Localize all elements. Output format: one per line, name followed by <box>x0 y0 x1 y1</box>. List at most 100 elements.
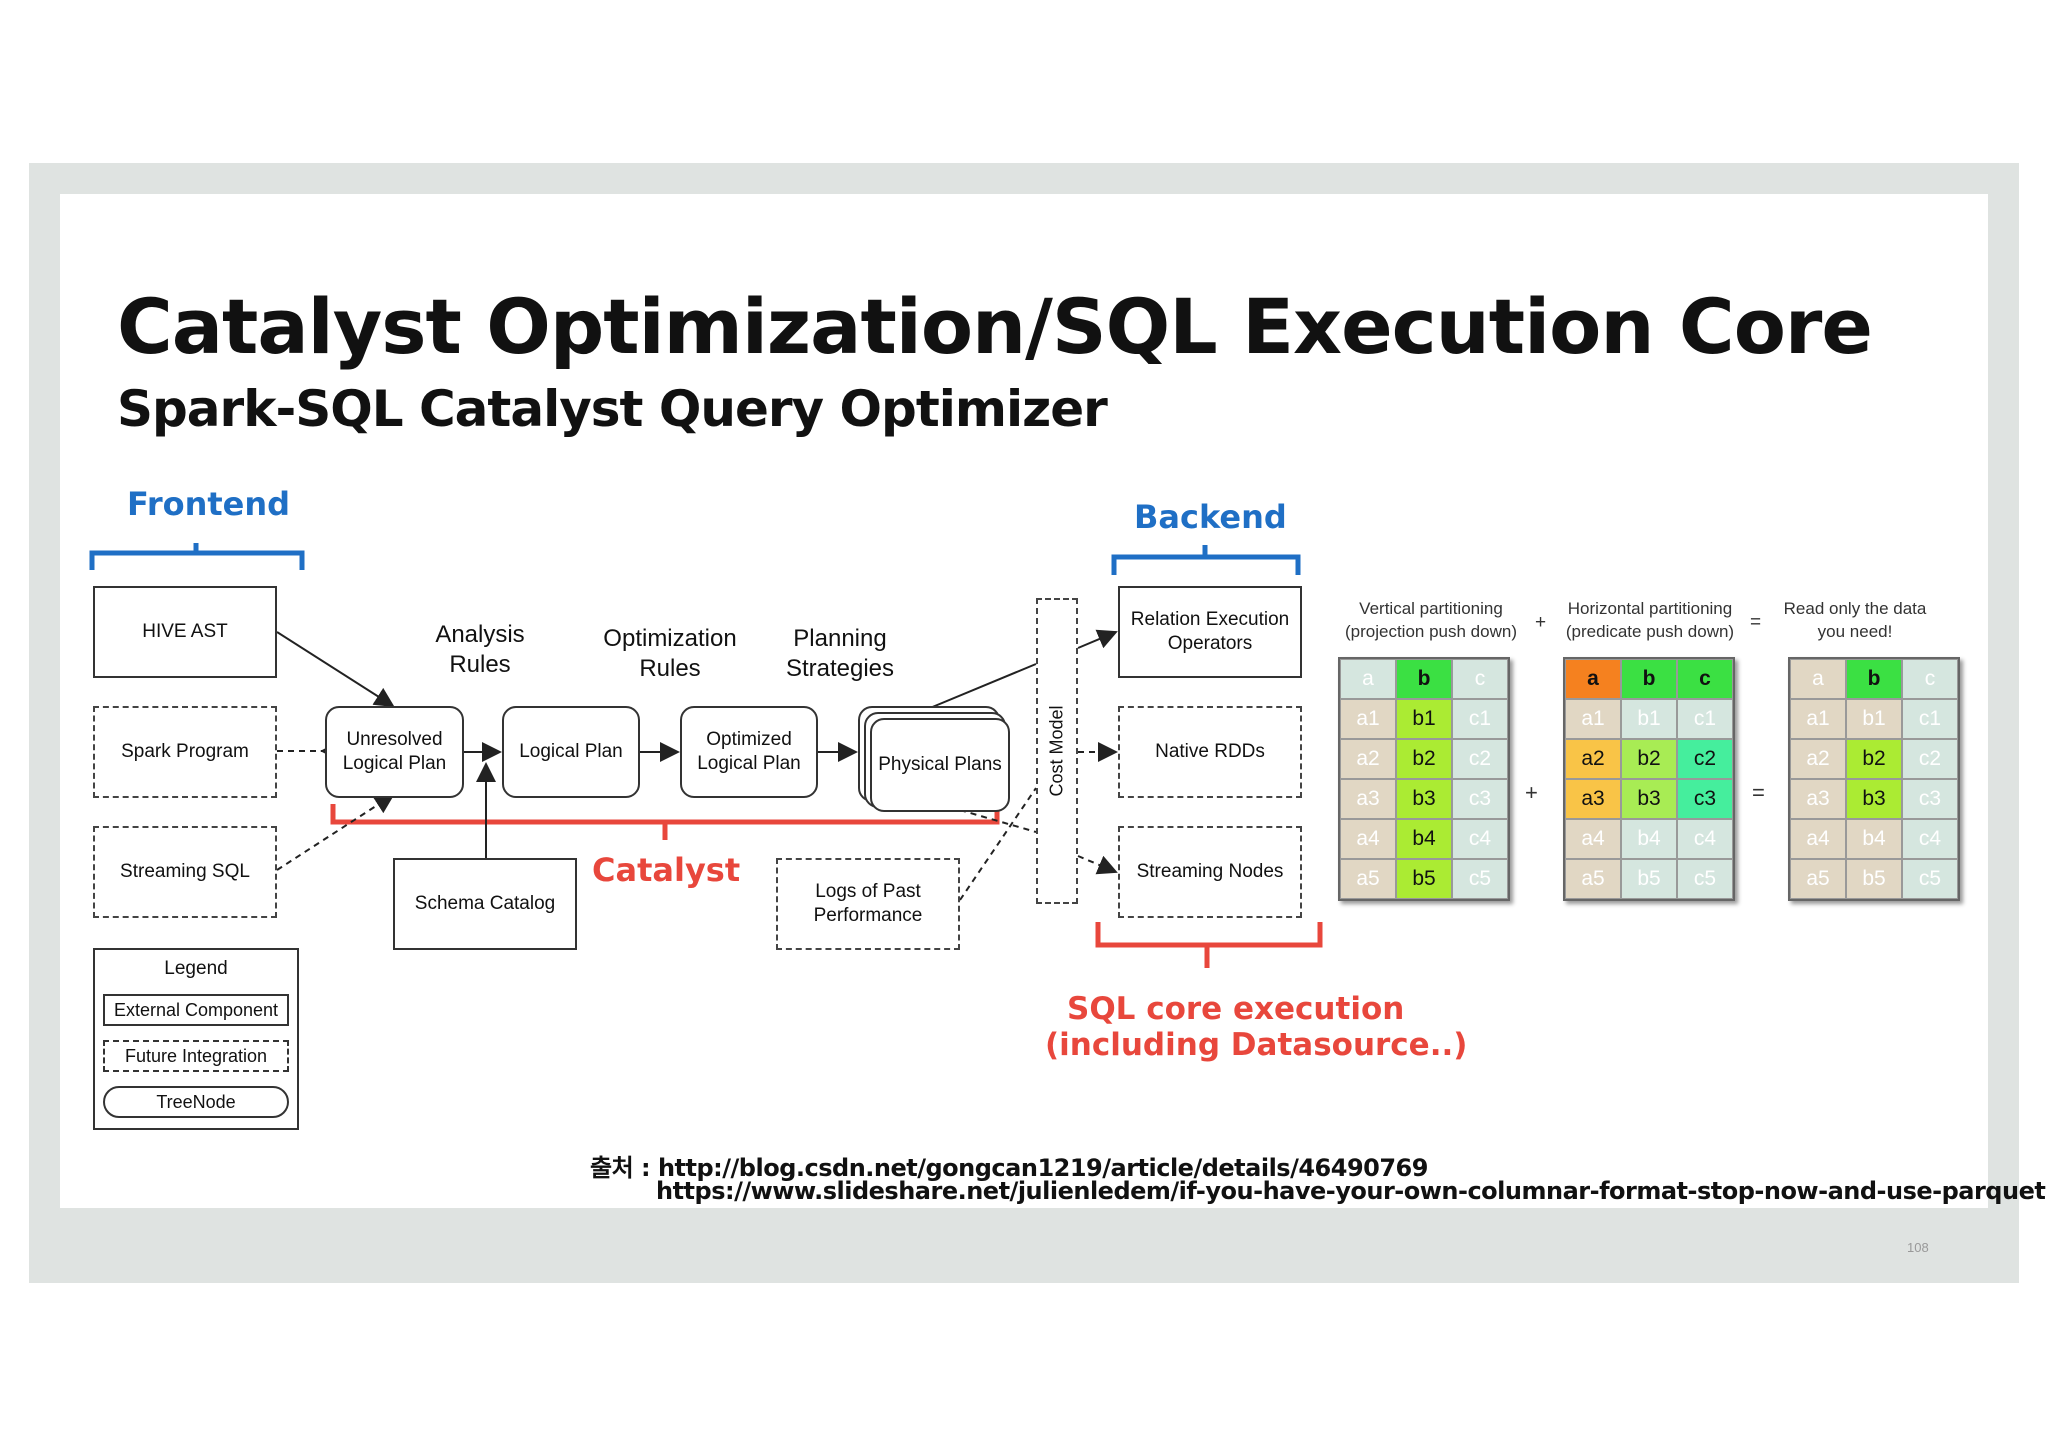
table-cell: b <box>1621 659 1677 699</box>
equals-between-tables: = <box>1752 780 1765 805</box>
sql-core-label-line1: SQL core execution <box>1067 991 1405 1027</box>
table-cell: b2 <box>1396 739 1452 779</box>
spark-program-box: Spark Program <box>93 706 277 798</box>
source-url1[interactable]: http://blog.csdn.net/gongcan1219/article… <box>657 1154 1428 1182</box>
table-cell: a2 <box>1340 739 1396 779</box>
table-cell: c <box>1677 659 1733 699</box>
table-cell: c4 <box>1902 819 1958 859</box>
schema-catalog-box: Schema Catalog <box>393 858 577 950</box>
sql-core-label-line2: (including Datasource..) <box>1045 1027 1468 1063</box>
table-cell: b5 <box>1846 859 1902 899</box>
table-cell: c3 <box>1902 779 1958 819</box>
relation-execution-operators-box: Relation Execution Operators <box>1118 586 1302 678</box>
backend-label: Backend <box>1134 498 1287 536</box>
legend-treenode: TreeNode <box>103 1086 289 1118</box>
table-cell: c1 <box>1452 699 1508 739</box>
hive-ast-box: HIVE AST <box>93 586 277 678</box>
table-cell: a3 <box>1340 779 1396 819</box>
horizontal-partitioning-title: Horizontal partitioning (predicate push … <box>1565 599 1735 641</box>
slide-subtitle: Spark-SQL Catalyst Query Optimizer <box>117 380 1108 438</box>
slide-title: Catalyst Optimization/SQL Execution Core <box>117 282 1873 371</box>
optimization-rules-label: Optimization Rules <box>603 625 737 682</box>
table-cell: c <box>1902 659 1958 699</box>
source-url2[interactable]: https://www.slideshare.net/julienledem/i… <box>656 1177 2046 1205</box>
table-cell: c1 <box>1902 699 1958 739</box>
table-cell: b5 <box>1621 859 1677 899</box>
table-cell: a5 <box>1790 859 1846 899</box>
table-cell: b <box>1846 659 1902 699</box>
analysis-rules-label: Analysis Rules <box>435 621 525 678</box>
table-cell: a2 <box>1790 739 1846 779</box>
optimized-logical-plan-node: Optimized Logical Plan <box>680 706 818 798</box>
streaming-nodes-box: Streaming Nodes <box>1118 826 1302 918</box>
streaming-sql-box: Streaming SQL <box>93 826 277 918</box>
frontend-label: Frontend <box>127 485 291 523</box>
table-cell: c2 <box>1452 739 1508 779</box>
table-cell: c5 <box>1677 859 1733 899</box>
table-cell: a <box>1790 659 1846 699</box>
table-cell: b <box>1396 659 1452 699</box>
table-cell: a1 <box>1565 699 1621 739</box>
table-cell: a5 <box>1565 859 1621 899</box>
table-cell: c4 <box>1452 819 1508 859</box>
physical-plans-node: Physical Plans <box>870 718 1010 812</box>
table-cell: b2 <box>1621 739 1677 779</box>
table-cell: c2 <box>1902 739 1958 779</box>
table-cell: b5 <box>1396 859 1452 899</box>
read-only-title: Read only the data you need! <box>1783 599 1927 641</box>
planning-strategies-label: Planning Strategies <box>785 625 895 682</box>
legend-future-integration: Future Integration <box>103 1040 289 1072</box>
table-cell: a3 <box>1565 779 1621 819</box>
unresolved-logical-plan-node: Unresolved Logical Plan <box>325 706 464 798</box>
table-cell: c1 <box>1677 699 1733 739</box>
table-cell: a3 <box>1790 779 1846 819</box>
table-cell: a4 <box>1790 819 1846 859</box>
table-cell: b2 <box>1846 739 1902 779</box>
plus-top: + <box>1535 612 1547 633</box>
table-cell: b3 <box>1621 779 1677 819</box>
sql-core-bracket <box>1095 922 1323 968</box>
legend-external-component: External Component <box>103 994 289 1026</box>
cost-model-box: Cost Model <box>1036 598 1078 904</box>
table-cell: c5 <box>1902 859 1958 899</box>
table-cell: a4 <box>1565 819 1621 859</box>
equals-top: = <box>1750 612 1762 633</box>
table-cell: a1 <box>1340 699 1396 739</box>
source-line1: 출처 : http://blog.csdn.net/gongcan1219/ar… <box>590 1148 1428 1183</box>
table-cell: b4 <box>1846 819 1902 859</box>
legend-box: Legend External Component Future Integra… <box>93 948 299 1130</box>
plus-between-tables: + <box>1525 780 1538 805</box>
frontend-bracket <box>89 543 305 570</box>
table-cell: a <box>1340 659 1396 699</box>
table-cell: b4 <box>1621 819 1677 859</box>
table-cell: b3 <box>1396 779 1452 819</box>
page-number: 108 <box>1907 1240 1929 1255</box>
source-prefix: 출처 : <box>590 1154 658 1182</box>
table-cell: c <box>1452 659 1508 699</box>
table-cell: b1 <box>1621 699 1677 739</box>
table-cell: b4 <box>1396 819 1452 859</box>
table-cell: a2 <box>1565 739 1621 779</box>
catalyst-label: Catalyst <box>592 851 741 889</box>
logs-of-past-performance-box: Logs of Past Performance <box>776 858 960 950</box>
cost-model-label: Cost Model <box>1046 705 1067 797</box>
table-cell: c5 <box>1452 859 1508 899</box>
table-cell: c2 <box>1677 739 1733 779</box>
native-rdds-box: Native RDDs <box>1118 706 1302 798</box>
table-cell: a1 <box>1790 699 1846 739</box>
table-cell: a5 <box>1340 859 1396 899</box>
table-cell: c3 <box>1677 779 1733 819</box>
logical-plan-node: Logical Plan <box>502 706 640 798</box>
vertical-partitioning-title: Vertical partitioning (projection push d… <box>1345 599 1517 641</box>
table-cell: c4 <box>1677 819 1733 859</box>
table-cell: a <box>1565 659 1621 699</box>
table-cell: c3 <box>1452 779 1508 819</box>
table-cell: b1 <box>1396 699 1452 739</box>
backend-bracket <box>1111 545 1301 575</box>
table-cell: a4 <box>1340 819 1396 859</box>
table-cell: b1 <box>1846 699 1902 739</box>
